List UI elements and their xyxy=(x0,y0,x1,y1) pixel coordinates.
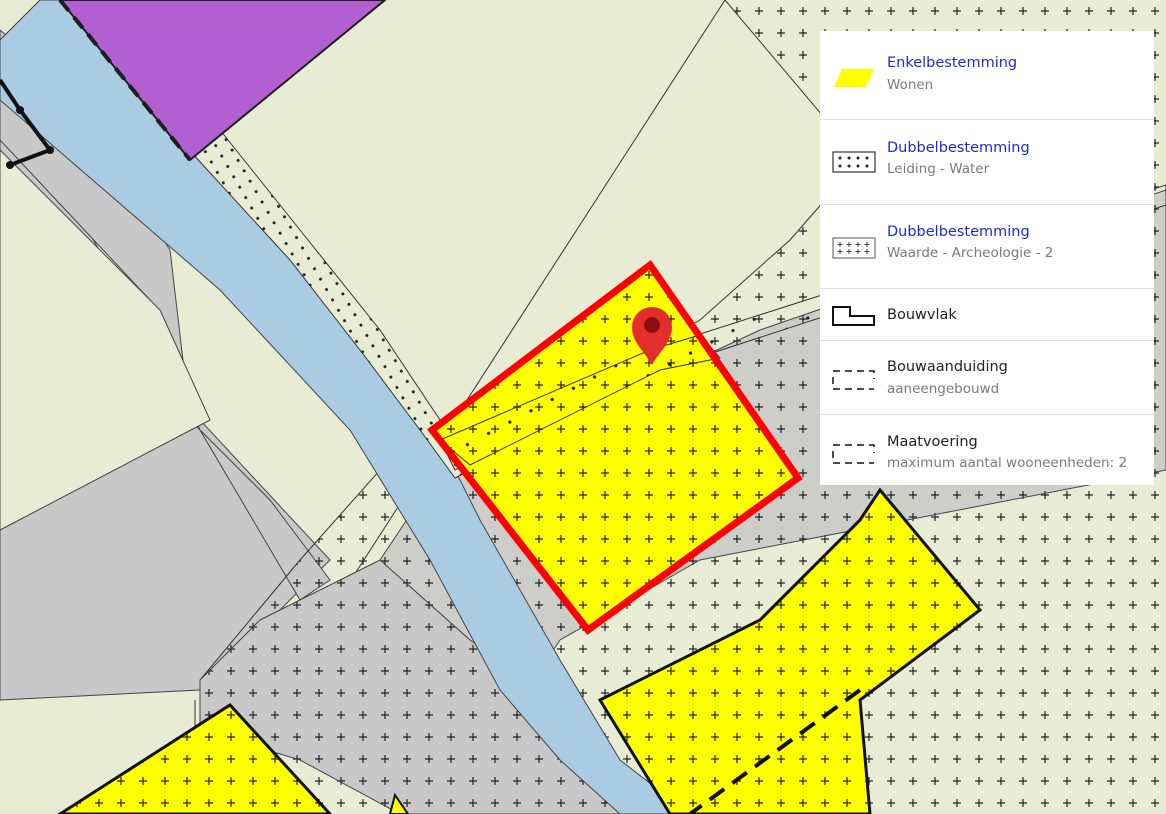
black-boundary-topleft xyxy=(0,78,54,167)
maatschappelijk-dashed-edge xyxy=(58,0,192,162)
yellow-parallelogram-icon xyxy=(834,69,874,87)
legend-subtitle: aaneengebouwd xyxy=(887,381,1000,397)
dashed-bracket-icon xyxy=(832,444,875,464)
crosses-box-icon xyxy=(832,237,876,259)
bouwaanduiding-dashed-line xyxy=(688,688,862,814)
legend-subtitle: Leiding - Water xyxy=(887,161,990,177)
legend-item-leiding-water: Dubbelbestemming Leiding - Water xyxy=(820,119,1154,204)
legend-item-enkelbestemming: Enkelbestemming Wonen xyxy=(820,31,1154,119)
legend-subtitle: maximum aantal wooneenheden: 2 xyxy=(887,455,1128,471)
maatschappelijk-area xyxy=(58,0,387,162)
legend-item-archeologie: Dubbelbestemming Waarde - Archeologie - … xyxy=(820,204,1154,288)
legend-title: Bouwvlak xyxy=(887,307,957,323)
legend-divider xyxy=(820,204,1154,205)
dashed-bracket-icon xyxy=(832,370,875,390)
legend-title: Dubbelbestemming xyxy=(887,224,1030,240)
node-dot xyxy=(16,106,24,114)
road-area-bottom-crosses xyxy=(199,559,631,814)
legend-divider xyxy=(820,288,1154,289)
legend-title: Bouwaanduiding xyxy=(887,359,1008,375)
node-dot xyxy=(6,161,14,169)
legend-title: Dubbelbestemming xyxy=(887,140,1030,156)
node-dot xyxy=(46,146,54,154)
legend-panel: Enkelbestemming Wonen Dubbelbestemming L… xyxy=(820,31,1154,485)
legend-item-maatvoering: Maatvoering maximum aantal wooneenheden:… xyxy=(820,414,1154,485)
legend-divider xyxy=(820,414,1154,415)
selection-outline xyxy=(427,260,803,635)
legend-divider xyxy=(820,119,1154,120)
legend-title: Enkelbestemming xyxy=(887,55,1018,71)
wonen-parcel-southeast-crosses xyxy=(600,490,980,814)
dotted-box-icon xyxy=(832,151,876,173)
legend-item-bouwvlak: Bouwvlak xyxy=(820,288,1154,340)
wonen-parcel-southwest-crosses xyxy=(60,705,330,814)
legend-item-bouwaanduiding: Bouwaanduiding aaneengebouwd xyxy=(820,340,1154,414)
legend-divider xyxy=(820,340,1154,341)
legend-title: Maatvoering xyxy=(887,434,978,450)
map-pin-icon[interactable] xyxy=(632,307,672,365)
building-plane-outline-icon xyxy=(832,306,875,326)
green-strip-left xyxy=(0,149,211,531)
legend-subtitle: Wonen xyxy=(887,77,934,93)
legend-subtitle: Waarde - Archeologie - 2 xyxy=(887,245,1054,261)
wonen-parcel-bottom-small[interactable] xyxy=(388,792,410,814)
